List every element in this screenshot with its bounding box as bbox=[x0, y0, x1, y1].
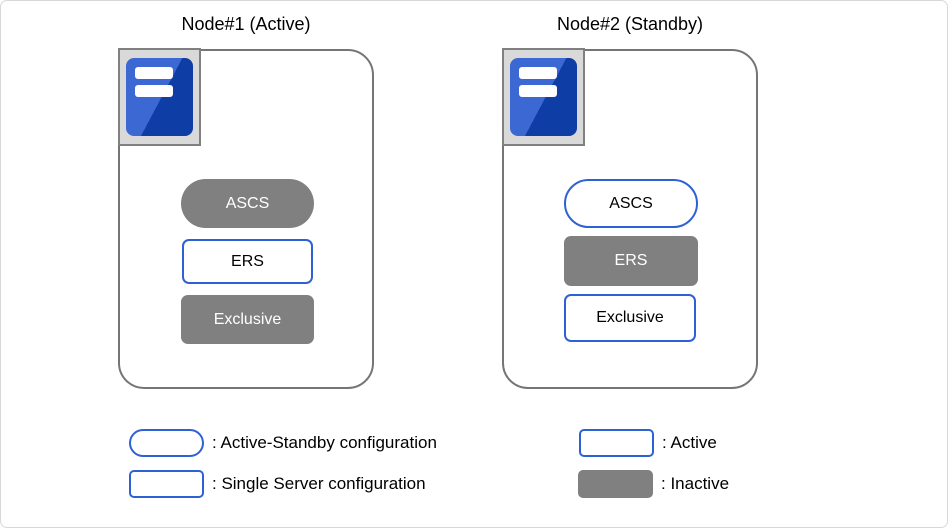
server-slot bbox=[135, 85, 173, 97]
legend-item-inactive: : Inactive bbox=[578, 469, 729, 499]
legend-item-active: : Active bbox=[579, 428, 717, 458]
node1-ascs-shape: ASCS bbox=[181, 179, 314, 228]
legend-label: : Single Server configuration bbox=[212, 474, 426, 493]
node2-exclusive-shape: Exclusive bbox=[564, 294, 696, 342]
server-slot bbox=[519, 85, 557, 97]
server-icon bbox=[502, 48, 585, 146]
server-body bbox=[126, 58, 193, 136]
server-body bbox=[510, 58, 577, 136]
legend-label: : Inactive bbox=[661, 474, 730, 493]
node1-title: Node#1 (Active) bbox=[181, 14, 311, 34]
legend-item-active-standby-config: : Active-Standby configuration bbox=[129, 428, 437, 458]
node1-ers-shape: ERS bbox=[182, 239, 313, 284]
server-slot bbox=[135, 67, 173, 79]
node1-exclusive-shape: Exclusive bbox=[181, 295, 314, 344]
legend-swatch-rect-outline bbox=[579, 429, 654, 457]
node2-ascs-shape: ASCS bbox=[564, 179, 698, 228]
legend-label: : Active bbox=[662, 433, 717, 452]
node2-title: Node#2 (Standby) bbox=[556, 14, 704, 34]
legend-label: : Active-Standby configuration bbox=[212, 433, 437, 452]
node2-ers-shape: ERS bbox=[564, 236, 698, 286]
legend-swatch-rect-outline bbox=[129, 470, 204, 498]
legend-swatch-stadium-outline bbox=[129, 429, 204, 457]
server-slot bbox=[519, 67, 557, 79]
server-icon bbox=[118, 48, 201, 146]
legend-swatch-rect-filled bbox=[578, 470, 653, 498]
legend-item-single-server-config: : Single Server configuration bbox=[129, 469, 426, 499]
